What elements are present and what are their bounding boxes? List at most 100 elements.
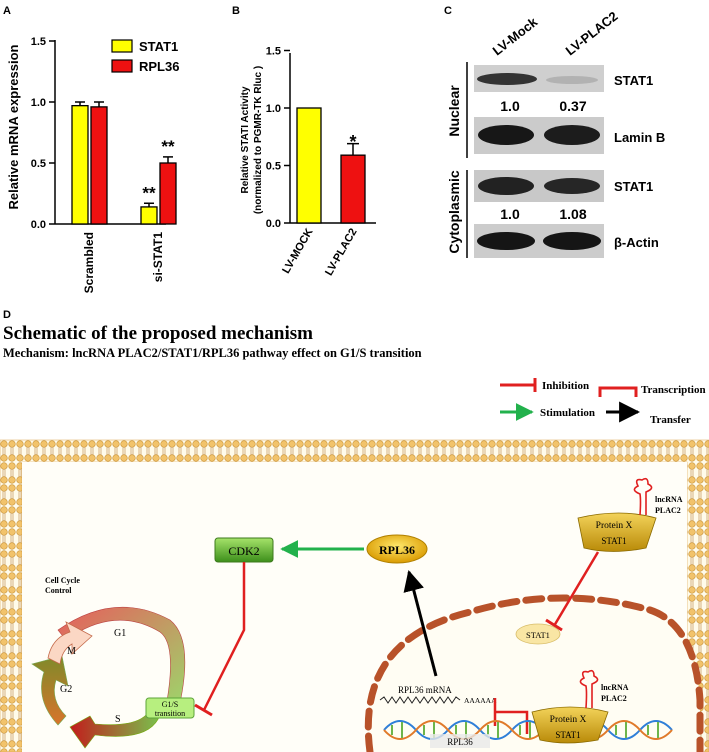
panel-b-y-ticks: 0.0 0.5 1.0 1.5 <box>266 46 290 230</box>
panel-b-bars <box>296 107 366 224</box>
density-nuclear-plac2: 0.37 <box>559 98 586 114</box>
panel-a-y-ticks: 0.0 0.5 1.0 1.5 <box>31 36 55 231</box>
cdk2-label: CDK2 <box>228 544 259 558</box>
rpl36-gene-label: RPL36 <box>447 737 473 747</box>
y-tick-label: 0.5 <box>31 158 46 170</box>
y-tick-label: 1.5 <box>266 46 281 58</box>
bar-rpl36-0 <box>90 106 108 225</box>
density-cyto-plac2: 1.08 <box>559 206 586 222</box>
protein-x-nuclear <box>531 706 609 744</box>
y-tick-label: 1.5 <box>31 36 46 48</box>
lane-label-lv-mock: LV-Mock <box>490 14 541 59</box>
density-nuclear-mock: 1.0 <box>500 98 520 114</box>
bar-lv-plac2 <box>340 154 366 224</box>
rpl36-mrna-label: RPL36 mRNA <box>398 685 452 695</box>
schematic-subtitle: Mechanism: lncRNA PLAC2/STAT1/RPL36 path… <box>3 346 422 360</box>
legend-swatch-rpl36 <box>111 59 133 73</box>
y-tick-label: 0.5 <box>266 161 281 173</box>
g1s-label-line2: transition <box>155 709 185 718</box>
y-tick-label: 1.0 <box>266 103 281 115</box>
y-tick-label: 1.0 <box>31 97 46 109</box>
stat1-nuclear <box>515 623 561 645</box>
bar-lv-mock <box>296 107 322 224</box>
category-label: si-STAT1 <box>151 232 165 283</box>
stat1-inhibition-line <box>552 551 600 627</box>
legend-transfer: Transfer <box>650 414 691 426</box>
m-arc <box>47 621 93 665</box>
plac2-cyto-label: PLAC2 <box>655 506 681 515</box>
legend-swatch-stat1 <box>111 39 133 53</box>
significance-mark: ** <box>142 183 156 202</box>
rpl36-mrna-strand <box>379 696 461 704</box>
cycle-g1-label: G1 <box>114 628 126 639</box>
nuclear-envelope <box>364 594 704 752</box>
category-label: Scrambled <box>82 232 96 293</box>
panel-a-significance: ** ** <box>142 137 175 202</box>
band-lamin-b-mock <box>478 125 534 145</box>
band-cyto-stat1-mock <box>478 177 534 195</box>
blot-label-lamin-b: Lamin B <box>614 130 665 145</box>
blot-label-beta-actin: β-Actin <box>614 235 659 250</box>
panel-b-significance: * <box>349 132 356 152</box>
schematic-legend: Inhibition Transcription Stimulation Tra… <box>500 378 706 426</box>
panel-b: B Relative STATI Activity (normalized to… <box>232 5 376 278</box>
protein-x-cyto-label: Protein X <box>596 521 633 531</box>
legend-label-rpl36: RPL36 <box>139 59 179 74</box>
panel-c-letter: C <box>444 5 452 17</box>
schematic-title: Schematic of the proposed mechanism <box>3 323 313 344</box>
band-nuclear-stat1-mock <box>477 73 537 85</box>
cell-cycle-label-line2: Control <box>45 586 72 595</box>
cycle-g2-label: G2 <box>60 684 72 695</box>
lane-label-lv-plac2: LV-PLAC2 <box>563 8 621 58</box>
category-label: LV-PLAC2 <box>323 227 360 278</box>
polya-tail: AAAAAA <box>464 696 497 705</box>
cycle-m-label: M <box>67 646 76 657</box>
panel-b-ylabel-line2: (normalized to PGMR-TK Rluc ) <box>253 66 264 214</box>
panel-d-letter: D <box>3 309 11 321</box>
nuclear-label: Nuclear <box>446 85 462 137</box>
panel-a: A Relative mRNA expression 0.00.51.01.5 … <box>3 5 179 293</box>
stat1-dna-label: STAT1 <box>555 730 580 740</box>
protein-x-nuclear-label: Protein X <box>550 715 587 725</box>
cdk2-inhibition-line <box>202 562 246 711</box>
bar-stat1-0 <box>71 105 89 225</box>
y-tick-label: 0.0 <box>31 219 46 231</box>
band-beta-actin-plac2 <box>543 232 601 250</box>
g2-arc <box>31 655 69 726</box>
g1s-label-line1: G1/S <box>162 700 178 709</box>
band-nuclear-stat1-plac2 <box>546 76 598 84</box>
protein-x-cyto <box>577 512 657 552</box>
blot-label-nuclear-stat1: STAT1 <box>614 73 653 88</box>
legend-stimulation: Stimulation <box>540 407 595 419</box>
panel-a-categories: Scrambled si-STAT1 <box>82 232 165 294</box>
panel-d: D Schematic of the proposed mechanism Me… <box>0 309 709 752</box>
panel-a-letter: A <box>3 5 11 17</box>
rpl36-label: RPL36 <box>379 543 415 557</box>
legend-inhibition: Inhibition <box>542 380 589 392</box>
category-label: LV-MOCK <box>280 226 315 275</box>
transfer-arrow <box>403 569 438 677</box>
lncrna-nuclear-hairpin <box>579 669 599 709</box>
band-beta-actin-mock <box>477 232 535 250</box>
significance-mark: ** <box>161 137 175 156</box>
lncrna-cyto-hairpin <box>633 477 653 516</box>
bar-rpl36-1 <box>159 162 177 225</box>
cell-cycle-label-line1: Cell Cycle <box>45 576 80 585</box>
density-cyto-mock: 1.0 <box>500 206 520 222</box>
s-arc <box>69 709 161 749</box>
rpl36-gene-box <box>430 734 490 748</box>
transcription-inhibition <box>493 698 529 734</box>
stat1-nuclear-label: STAT1 <box>526 630 550 640</box>
panel-a-ylabel: Relative mRNA expression <box>6 44 21 209</box>
stat1-cyto-label: STAT1 <box>601 536 626 546</box>
legend-transcription: Transcription <box>641 384 706 396</box>
panel-a-bars <box>71 101 177 225</box>
plac2-nuclear-label: PLAC2 <box>601 694 627 703</box>
lncrna-cyto-label: lncRNA <box>655 495 683 504</box>
band-lamin-b-plac2 <box>544 125 600 145</box>
blot-label-cyto-stat1: STAT1 <box>614 179 653 194</box>
panel-c: C LV-Mock LV-PLAC2 Nuclear Cytoplasmic S… <box>444 5 665 258</box>
y-tick-label: 0.0 <box>266 218 281 230</box>
cycle-s-label: S <box>115 714 121 725</box>
